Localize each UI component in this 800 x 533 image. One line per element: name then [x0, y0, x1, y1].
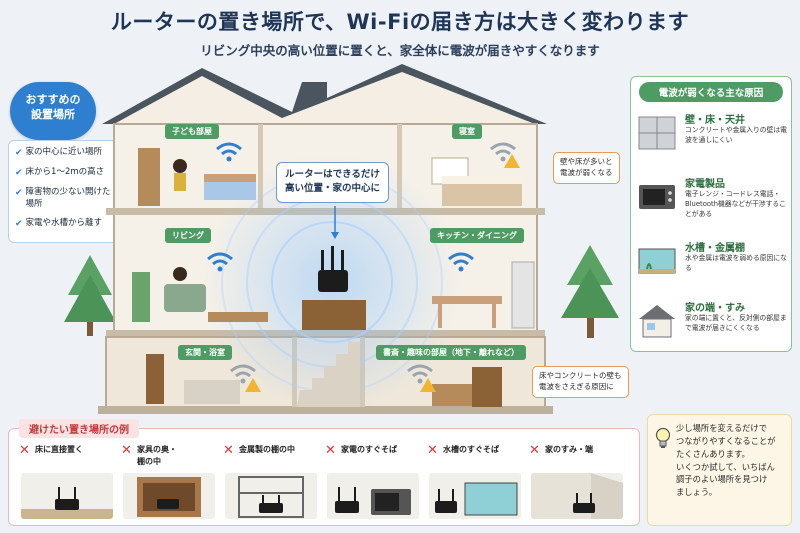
avoid-heading: 避けたい置き場所の例 — [19, 419, 139, 438]
router-near-aquarium-picture — [429, 473, 521, 519]
concrete-callout: 床やコンクリートの壁も 電波をさえぎる原因に — [532, 366, 629, 398]
room-tag-kids: 子ども部屋 — [165, 124, 219, 139]
cause-item: 水槽・金属棚 水や金属は電波を弱める原因になる — [637, 237, 789, 295]
avoid-panel: 避けたい置き場所の例 ✕ 床に直接置く ✕ 家具の奥・ 棚の中 ✕ 金属製の棚の… — [8, 419, 640, 526]
room-tag-study: 書斎・趣味の部屋（地下・離れなど） — [376, 345, 526, 360]
microwave-icon — [639, 185, 675, 209]
router-on-floor-picture — [21, 473, 113, 519]
check-icon: ✔ — [15, 219, 23, 230]
router-in-corner-picture — [531, 473, 623, 519]
room-tag-kitchen: キッチン・ダイニング — [430, 228, 524, 243]
list-item: ✔家電や水槽から離す — [15, 218, 103, 230]
wifi-icon — [407, 364, 433, 384]
wifi-icon — [448, 252, 474, 272]
page-subtitle: リビング中央の高い位置に置くと、家全体に電波が届きやすくなります — [200, 43, 600, 58]
avoid-item: ✕ 水槽のすぐそば — [423, 443, 523, 523]
wifi-icon — [216, 142, 242, 162]
x-icon: ✕ — [427, 443, 438, 458]
room-tag-living: リビング — [165, 228, 211, 243]
cause-item: 壁・床・天井 コンクリートや金属入りの壁は電波を通しにくい — [637, 109, 789, 167]
aquarium-icon — [638, 248, 676, 274]
causes-heading: 電波が弱くなる主な原因 — [639, 82, 783, 102]
x-icon: ✕ — [223, 443, 234, 458]
x-icon: ✕ — [121, 443, 132, 458]
cause-item: 家電製品 電子レンジ・コードレス電話・Bluetooth機器などが干渉することが… — [637, 173, 789, 231]
light-bulb-icon — [655, 427, 671, 448]
avoid-item: ✕ 家のすみ・端 — [525, 443, 625, 523]
tip-text: 少し場所を変えるだけで つながりやすくなることが たくさんあります。 いくつか試… — [676, 423, 776, 498]
list-item: ✔障害物の少ない開けた場所 — [15, 187, 111, 209]
arrow-down-icon — [331, 206, 339, 239]
x-icon: ✕ — [19, 443, 30, 458]
x-icon: ✕ — [325, 443, 336, 458]
router-near-appliance-picture — [327, 473, 419, 519]
room-tag-entrance: 玄関・浴室 — [178, 345, 232, 360]
room-tag-bedroom: 寝室 — [452, 124, 482, 139]
wifi-icon — [230, 364, 256, 384]
check-icon: ✔ — [15, 188, 23, 199]
router-callout: ルーターはできるだけ 高い位置・家の中心に — [276, 162, 390, 203]
wall-icon — [638, 116, 676, 150]
list-item: ✔家の中心に近い場所 — [15, 147, 103, 158]
list-item: ✔床から1〜2mの高さ — [15, 167, 105, 179]
page-title: ルーターの置き場所で、Wi-Fiの届き方は大きく変わります — [110, 10, 690, 34]
cause-item: 家の端・すみ 家の端に置くと、反対側の部屋まで電波が届きにくくなる — [637, 297, 789, 355]
recommended-heading: おすすめの 設置場所 — [10, 82, 96, 140]
avoid-item: ✕ 床に直接置く — [15, 443, 115, 523]
avoid-item: ✕ 家電のすぐそば — [321, 443, 421, 523]
walls-floors-callout: 壁や床が多いと 電波が弱くなる — [553, 152, 620, 184]
causes-panel: 電波が弱くなる主な原因 壁・床・天井 コンクリートや金属入りの壁は電波を通しにく… — [630, 76, 792, 352]
wifi-icon — [207, 252, 233, 272]
house-icon — [639, 305, 675, 338]
check-icon: ✔ — [15, 148, 23, 158]
tree-icon — [64, 255, 116, 336]
avoid-item: ✕ 金属製の棚の中 — [219, 443, 319, 523]
tip-box: 少し場所を変えるだけで つながりやすくなることが たくさんあります。 いくつか試… — [647, 414, 792, 526]
tree-icon — [561, 245, 619, 338]
avoid-item: ✕ 家具の奥・ 棚の中 — [117, 443, 217, 523]
check-icon: ✔ — [15, 168, 23, 179]
router-in-metal-shelf-picture — [225, 473, 317, 519]
recommended-list: ✔家の中心に近い場所 ✔床から1〜2mの高さ ✔障害物の少ない開けた場所 ✔家電… — [8, 140, 120, 244]
wifi-icon — [490, 142, 516, 162]
router-in-cabinet-picture — [123, 473, 215, 519]
x-icon: ✕ — [529, 443, 540, 458]
